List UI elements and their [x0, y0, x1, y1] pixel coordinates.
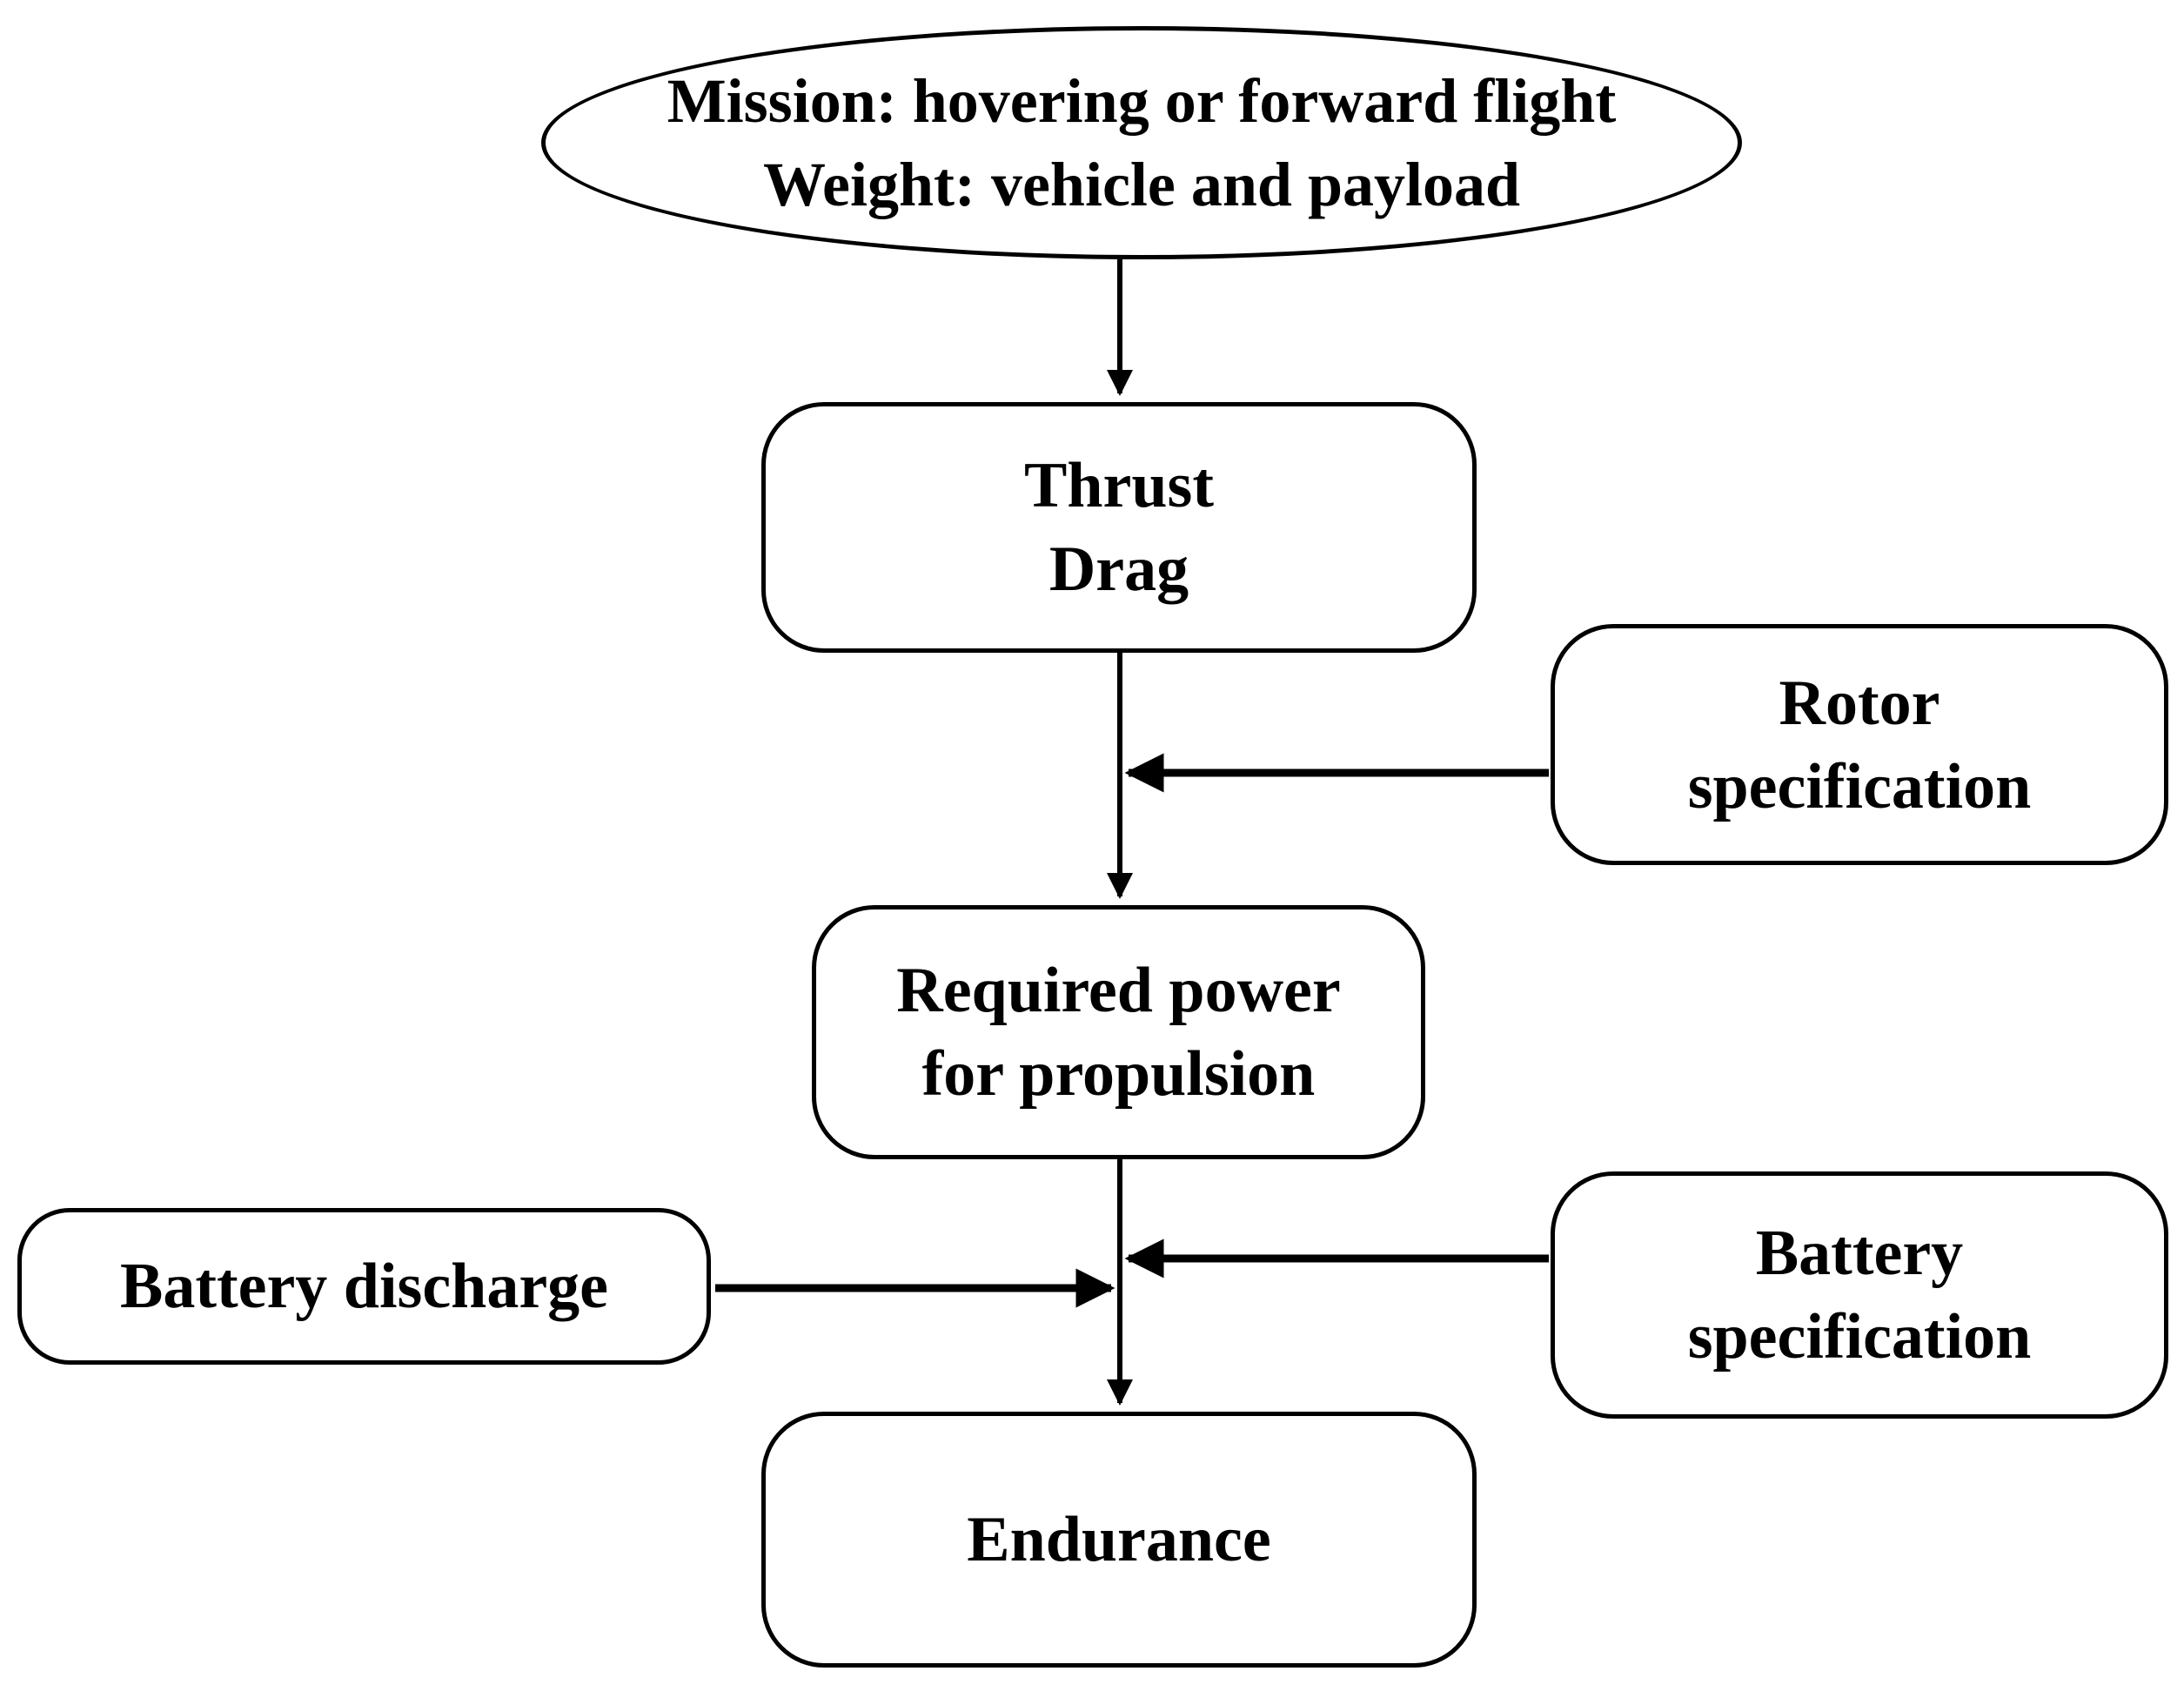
battery-specification-text: specification: [1687, 1301, 2032, 1372]
battery-text: Battery: [1755, 1218, 1964, 1289]
thrust-text: Thrust: [1024, 450, 1214, 521]
battery-specification-node: Battery specification: [1551, 1171, 2168, 1419]
mission-node: Mission: hovering or forward flight Weig…: [541, 26, 1742, 259]
thrust-drag-node: Thrust Drag: [761, 402, 1477, 653]
rotor-specification-text: specification: [1687, 750, 2032, 822]
rotor-text: Rotor: [1779, 667, 1940, 739]
required-power-text: Required power: [896, 955, 1341, 1026]
mission-text: Mission: hovering or forward flight: [667, 66, 1617, 136]
endurance-node: Endurance: [761, 1412, 1477, 1668]
required-power-node: Required power for propulsion: [812, 905, 1425, 1159]
rotor-specification-node: Rotor specification: [1551, 624, 2168, 865]
for-propulsion-text: for propulsion: [921, 1038, 1316, 1110]
endurance-text: Endurance: [967, 1504, 1271, 1575]
battery-discharge-text: Battery discharge: [119, 1251, 609, 1322]
weight-text: Weight: vehicle and payload: [762, 150, 1521, 219]
battery-discharge-node: Battery discharge: [17, 1208, 711, 1365]
drag-text: Drag: [1048, 534, 1189, 605]
